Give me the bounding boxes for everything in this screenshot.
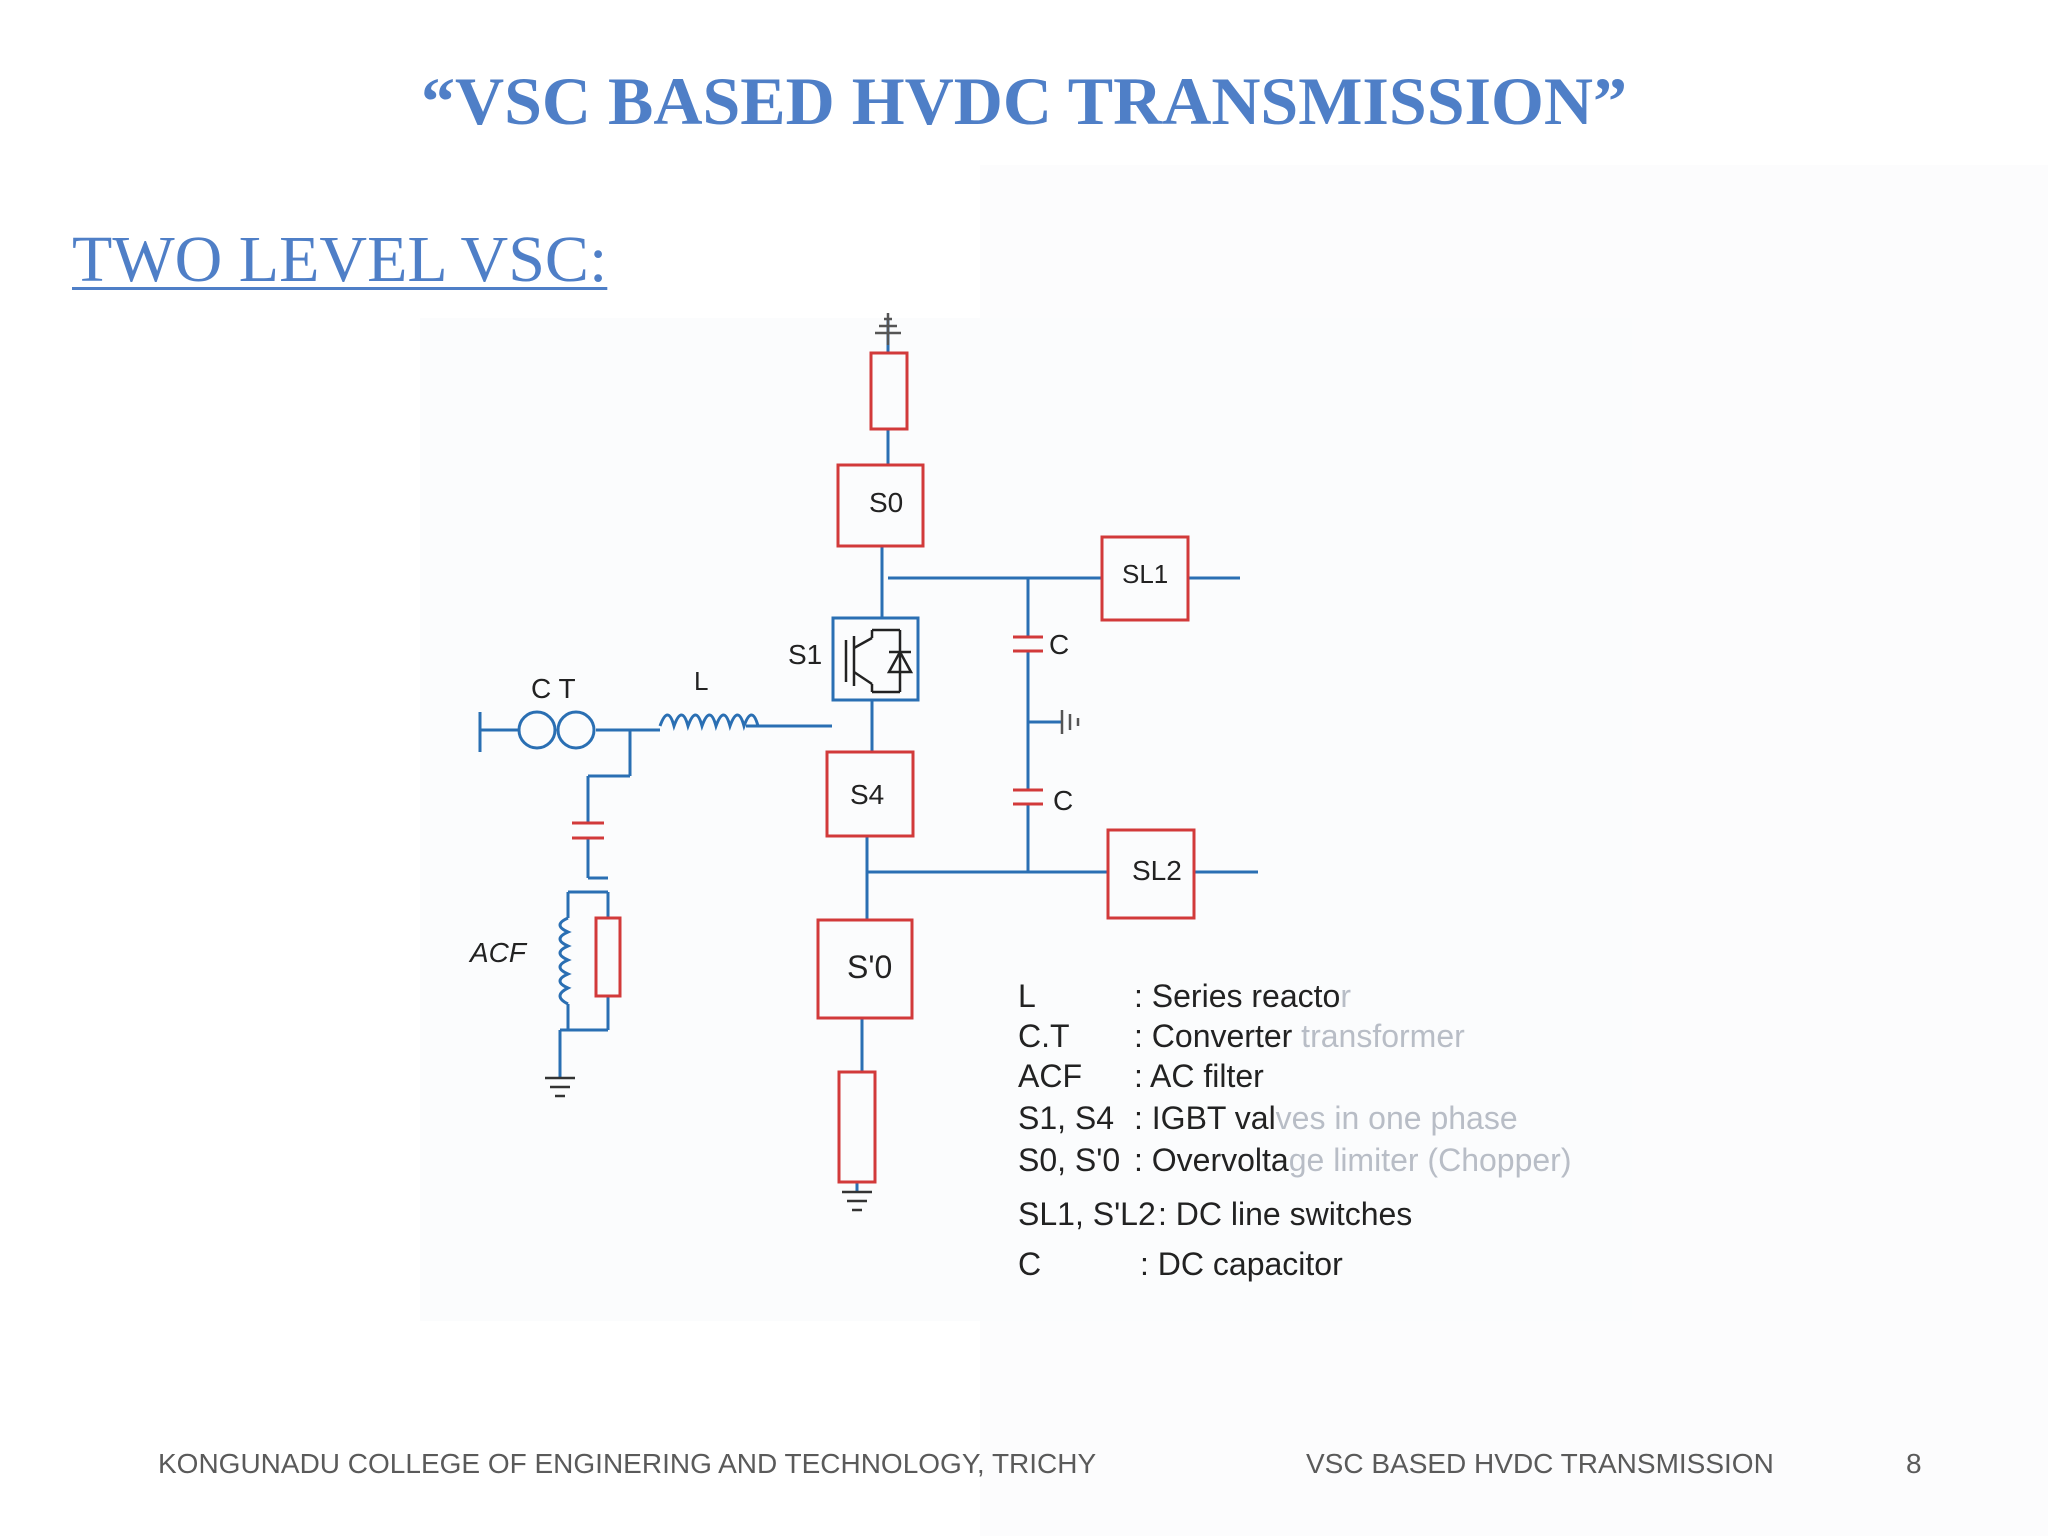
legend-desc: : Converter transformer [1134, 1018, 1465, 1054]
section-heading: TWO LEVEL VSC: [72, 223, 608, 296]
ground-symbol-midpoint [1060, 710, 1080, 734]
s0-prime-box [816, 918, 914, 1020]
label-s1: S1 [788, 639, 822, 670]
label-s0: S0 [869, 487, 903, 518]
legend-row: ACF : AC filter [1018, 1058, 1264, 1095]
ground-symbol-top [875, 313, 901, 345]
legend-desc: : Overvoltage limiter (Chopper) [1134, 1142, 1572, 1178]
s1-igbt-valve [831, 616, 920, 702]
legend-term: S1, S4 [1018, 1100, 1115, 1136]
legend-desc: : DC capacitor [1140, 1246, 1343, 1282]
label-l: L [694, 666, 708, 696]
legend-row: C.T : Converter transformer [1018, 1018, 1465, 1055]
label-c-bottom: C [1053, 785, 1073, 816]
slide-title: “VSC BASED HVDC TRANSMISSION” [420, 63, 1627, 139]
components [572, 351, 1196, 1184]
s4-box [825, 750, 915, 838]
footer-page-number: 8 [1906, 1448, 1922, 1479]
acf-inductor-coil [558, 916, 572, 1006]
sl2-box [1106, 828, 1196, 920]
series-reactor-coil [658, 713, 762, 731]
label-c-top: C [1049, 629, 1069, 660]
legend-desc: : DC line switches [1158, 1196, 1413, 1232]
sl1-box [1100, 535, 1190, 622]
label-sl1: SL1 [1122, 559, 1168, 589]
converter-transformer [517, 710, 596, 750]
legend-row: S1, S4 : IGBT valves in one phase [1018, 1100, 1518, 1137]
legend-term: ACF [1018, 1058, 1082, 1094]
legend-row: C : DC capacitor [1018, 1246, 1343, 1283]
legend-row: S0, S'0 : Overvoltage limiter (Chopper) [1018, 1142, 1571, 1179]
label-ct: C T [531, 673, 576, 704]
legend-term: S0, S'0 [1018, 1142, 1121, 1178]
ground-symbol-acf [545, 1076, 575, 1098]
s0-box [836, 463, 925, 548]
legend-row: L : Series reactor [1018, 978, 1351, 1015]
legend-desc: : IGBT valves in one phase [1134, 1100, 1518, 1136]
legend-term: L [1018, 978, 1036, 1014]
label-s0-prime: S'0 [847, 949, 892, 985]
footer-topic: VSC BASED HVDC TRANSMISSION [1306, 1448, 1774, 1479]
legend-desc: : AC filter [1134, 1058, 1264, 1094]
legend-row: SL1, S'L2 : DC line switches [1018, 1196, 1412, 1233]
label-acf: ACF [468, 937, 528, 968]
bottom-limiter-resistor [837, 1070, 877, 1184]
diagram-photo-background [420, 318, 1632, 1321]
footer-institution: KONGUNADU COLLEGE OF ENGINERING AND TECH… [158, 1448, 1097, 1479]
top-limiter-resistor [869, 351, 909, 431]
legend-term: C [1018, 1246, 1042, 1282]
legend-term: C.T [1018, 1018, 1070, 1054]
ground-symbol-bottom [842, 1190, 872, 1212]
label-sl2: SL2 [1132, 855, 1182, 886]
legend-desc: : Series reactor [1134, 978, 1351, 1014]
acf-resistor [594, 916, 622, 998]
legend-term: SL1, S'L2 [1018, 1196, 1156, 1232]
label-s4: S4 [850, 779, 884, 810]
